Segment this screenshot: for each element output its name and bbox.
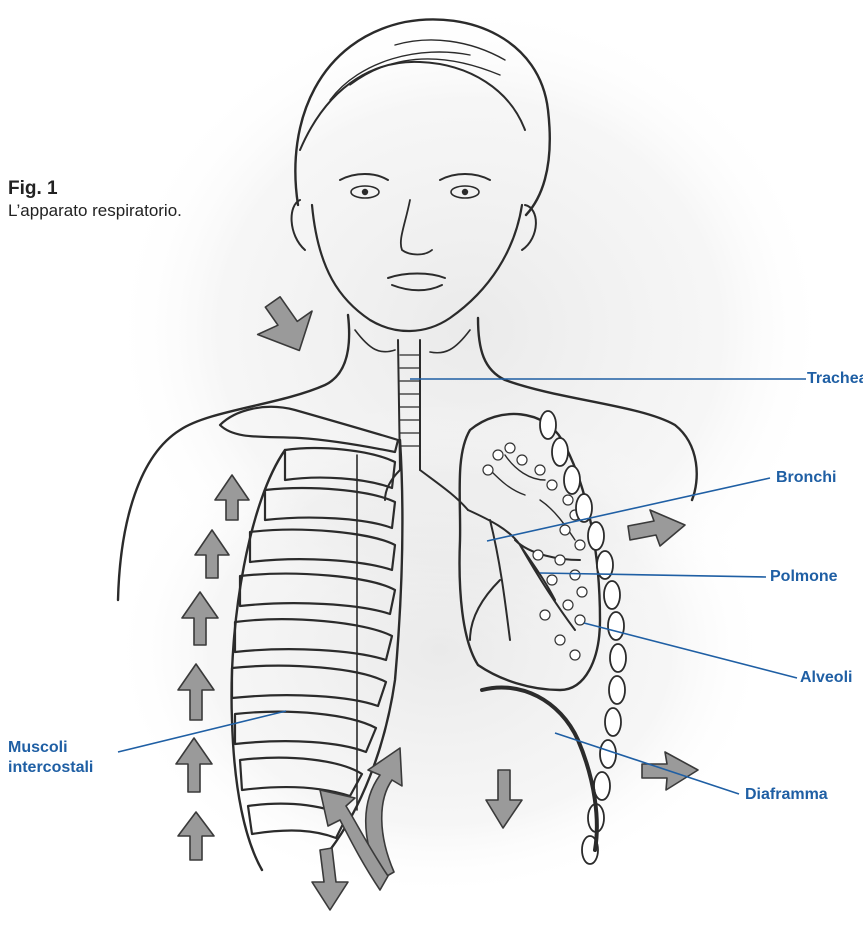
label-muscoli-intercostali: Muscoli intercostali [8, 738, 93, 778]
figure-number: Fig. 1 [8, 178, 182, 200]
figure-caption: Fig. 1 L’apparato respiratorio. [8, 178, 182, 222]
label-trachea: Trachea [807, 369, 863, 389]
label-muscoli-line1: Muscoli [8, 738, 93, 758]
label-alveoli: Alveoli [800, 668, 852, 688]
label-bronchi: Bronchi [776, 468, 836, 488]
label-polmone: Polmone [770, 567, 838, 587]
figure-title: L’apparato respiratorio. [8, 200, 182, 222]
label-diaframma: Diaframma [745, 785, 828, 805]
background-shading [110, 0, 830, 900]
label-muscoli-line2: intercostali [8, 758, 93, 778]
